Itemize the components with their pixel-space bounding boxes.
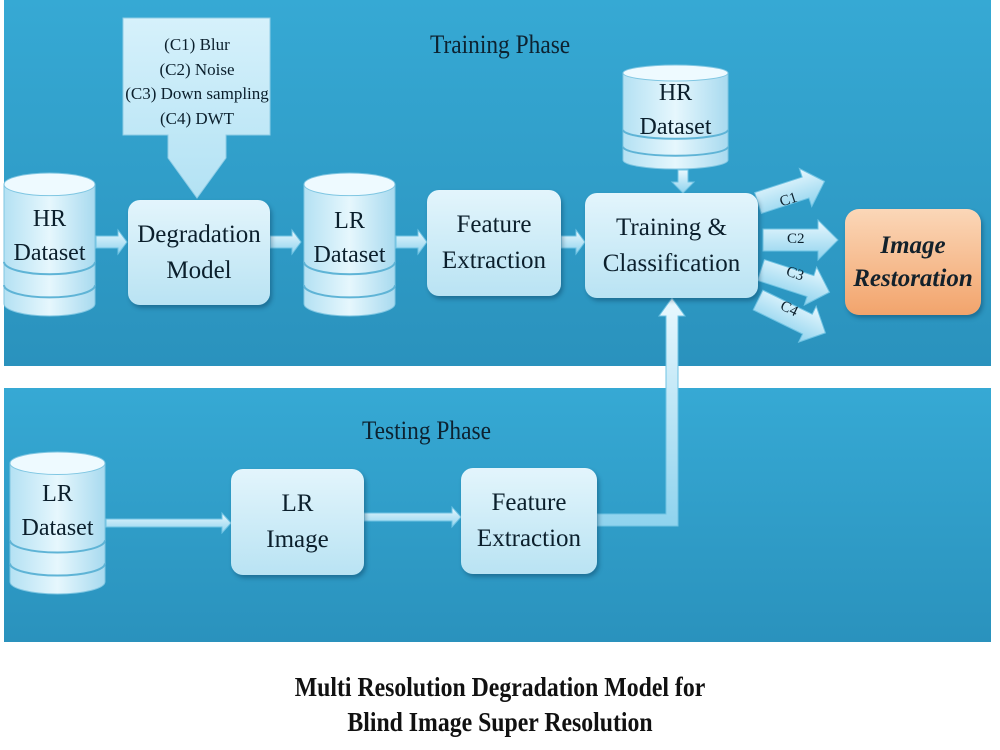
class-arrow-c3: [756, 258, 831, 307]
lr-image-box: LR Image: [231, 469, 364, 575]
class-arrow-c4: [752, 289, 827, 343]
arrow-test-feature-to-training: [596, 297, 686, 527]
degradation-callout-shape: [122, 17, 271, 199]
feature-extraction-test-line1: Feature: [491, 489, 567, 516]
degradation-type-downsampling: (C3) Down sampling: [125, 84, 269, 103]
training-classification-line2: Classification: [602, 249, 741, 277]
feature-extraction-test-line2: Extraction: [476, 525, 582, 552]
class-arrow-c1: [753, 167, 826, 215]
lr-image-line2: Image: [266, 526, 329, 553]
feature-extraction-train-line1: Feature: [456, 211, 532, 238]
image-restoration-line2: Restoration: [853, 265, 973, 292]
arrow-degradation-to-lr: [269, 228, 302, 256]
arrow-lr-dataset-to-lr-image: [105, 511, 232, 535]
arrow-hr-top-to-training: [670, 169, 696, 194]
class-arrow-c2: [762, 218, 839, 262]
caption-line-1: Multi Resolution Degradation Model for: [294, 672, 706, 702]
class-label-c2: C2: [787, 231, 805, 247]
degradation-model-line1: Degradation: [137, 220, 261, 248]
feature-extraction-train-line2: Extraction: [441, 247, 547, 274]
degradation-type-blur: (C1) Blur: [164, 35, 230, 54]
degradation-model-line2: Model: [166, 256, 232, 284]
arrow-lr-to-feature: [395, 228, 428, 256]
degradation-types-list: (C1) Blur (C2) Noise (C3) Down sampling …: [123, 33, 271, 131]
lr-image-line1: LR: [281, 490, 314, 517]
caption-line-2: Blind Image Super Resolution: [347, 707, 653, 737]
degradation-type-dwt: (C4) DWT: [159, 108, 235, 128]
training-classification-line1: Training &: [616, 213, 727, 241]
arrow-feature-to-training: [560, 228, 586, 256]
degradation-type-noise: (C2) Noise: [159, 59, 235, 79]
training-classification-box: Training & Classification: [585, 193, 758, 298]
testing-phase-title: Testing Phase: [362, 416, 492, 445]
training-phase-title: Training Phase: [430, 30, 571, 59]
arrow-lr-image-to-feature: [363, 505, 462, 529]
class-arrows: [752, 167, 839, 343]
arrow-hr-to-degradation: [95, 228, 128, 256]
image-restoration-line1: Image: [880, 232, 946, 259]
